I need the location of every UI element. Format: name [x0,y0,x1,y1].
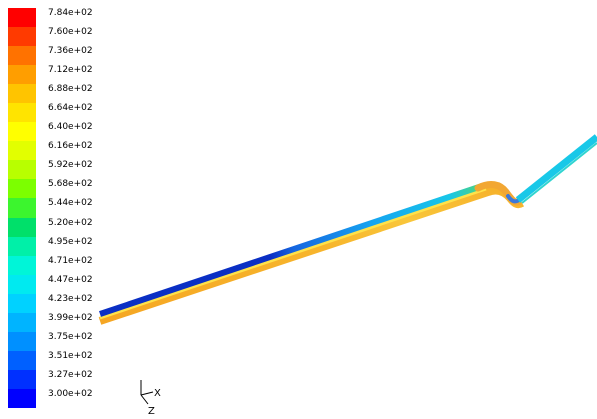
colorbar-swatch [8,84,36,104]
colorbar-label: 6.64e+02 [48,103,93,114]
colorbar-label: 7.12e+02 [48,65,93,76]
colorbar-swatch [8,369,36,390]
colorbar-label: 3.00e+02 [48,388,93,399]
colorbar-swatch [8,46,36,66]
colorbar-swatch [8,160,36,180]
colorbar-label: 7.84e+02 [48,8,93,18]
pipe-rising-edge [521,142,597,204]
colorbar-swatch [8,312,36,333]
colorbar-swatch [8,331,36,352]
colorbar-label: 4.47e+02 [48,274,93,285]
pipe-inner-layer [99,183,483,317]
colorbar-swatch [8,103,36,123]
colorbar-label: 7.60e+02 [48,27,93,38]
colorbar-swatch [8,293,36,314]
colorbar-label: 3.75e+02 [48,331,93,342]
colorbar-swatch [8,27,36,47]
colorbar-label: 3.27e+02 [48,369,93,380]
colorbar-label: 5.20e+02 [48,217,93,228]
colorbar: 7.84e+02 7.60e+02 7.36e+02 7.12e+02 6.88e+02… [8,8,93,409]
colorbar-swatch [8,141,36,161]
colorbar-swatch [8,255,36,276]
colorbar-swatch [8,65,36,85]
colorbar-label: 5.44e+02 [48,198,93,209]
colorbar-swatch [8,274,36,295]
pipe-rising-section [515,134,597,203]
colorbar-label: 4.95e+02 [48,236,93,247]
colorbar-swatch [8,122,36,142]
pipe-mid-layer [99,187,487,320]
colorbar-label: 3.51e+02 [48,350,93,361]
colorbar-label: 7.36e+02 [48,46,93,57]
colorbar-swatch [8,236,36,257]
colorbar-swatch [8,217,36,238]
colorbar-swatch [8,388,36,409]
colorbar-label: 6.16e+02 [48,141,93,152]
colorbar-swatch [8,198,36,219]
colorbar-label: 3.99e+02 [48,312,93,323]
colorbar-label: 6.88e+02 [48,84,93,95]
colorbar-swatch [8,8,36,28]
colorbar-label: 4.23e+02 [48,293,93,304]
pipe-outer-layer [98,186,525,325]
colorbar-label: 5.92e+02 [48,160,93,171]
colorbar-label: 4.71e+02 [48,255,93,266]
colorbar-label: 6.40e+02 [48,122,93,133]
colorbar-label: 5.68e+02 [48,179,93,190]
colorbar-swatch [8,350,36,371]
colorbar-swatch [8,179,36,199]
